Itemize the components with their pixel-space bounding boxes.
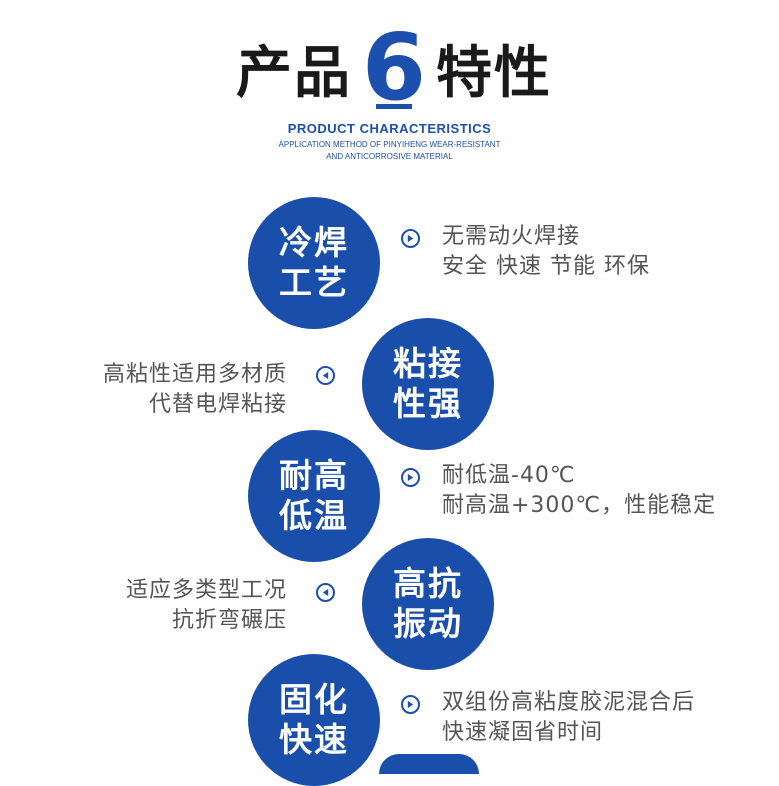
feature-circle-line2: 低温 xyxy=(279,496,349,535)
feature-circle-temperature: 耐高 低温 xyxy=(248,430,380,562)
title-underline xyxy=(376,104,412,109)
feature-circle-line2: 振动 xyxy=(393,604,463,643)
feature-circle-label: 冷焊 工艺 xyxy=(274,223,354,303)
chevron-right-circle-icon xyxy=(401,695,420,714)
title-left: 产品 xyxy=(236,41,352,106)
feature-desc-line2: 代替电焊粘接 xyxy=(148,392,287,417)
feature-description: 双组份高粘度胶泥混合后 快速凝固省时间 xyxy=(442,688,695,748)
feature-desc-line1: 耐低温-40℃ xyxy=(442,463,576,488)
feature-circle-line1: 冷焊 xyxy=(279,223,349,262)
feature-circle-label: 耐高 低温 xyxy=(274,456,354,536)
title-right: 特性 xyxy=(436,41,552,106)
subtitle-line-2: APPLICATION METHOD OF PINYIHENG WEAR-RES… xyxy=(278,140,501,149)
feature-desc-line2: 快速凝固省时间 xyxy=(442,720,604,745)
feature-circle-line2: 性强 xyxy=(393,384,463,423)
feature-circle-adhesion: 粘接 性强 xyxy=(362,318,494,450)
title-row: 产品 6 特性 xyxy=(0,14,779,121)
chevron-left-circle-icon xyxy=(316,366,335,385)
feature-circle-label: 固化 快速 xyxy=(274,680,354,760)
feature-desc-line2: 耐高温+300℃，性能稳定 xyxy=(442,493,717,518)
feature-circle-line2: 工艺 xyxy=(279,263,349,302)
subtitle-en: PRODUCT CHARACTERISTICS xyxy=(287,121,492,136)
chevron-left-circle-icon xyxy=(316,583,335,602)
subtitle-line-3: AND ANTICORROSIVE MATERIAL xyxy=(326,152,453,161)
feature-desc-line1: 无需动火焊接 xyxy=(442,224,581,249)
feature-desc-line2: 安全 快速 节能 环保 xyxy=(442,254,650,279)
feature-circle-line1: 固化 xyxy=(279,680,349,719)
feature-circle-line1: 高抗 xyxy=(393,564,463,603)
chevron-right-circle-icon xyxy=(401,229,420,248)
title-number: 6 xyxy=(362,14,427,121)
feature-circle-line2: 快速 xyxy=(279,720,349,759)
feature-description: 无需动火焊接 安全 快速 节能 环保 xyxy=(442,222,650,282)
feature-description: 适应多类型工况 抗折弯碾压 xyxy=(126,576,287,636)
feature-desc-line1: 高粘性适用多材质 xyxy=(102,362,287,387)
chevron-right-circle-icon xyxy=(401,468,420,487)
feature-desc-line1: 双组份高粘度胶泥混合后 xyxy=(442,690,696,715)
feature-desc-line1: 适应多类型工况 xyxy=(125,578,287,603)
feature-desc-line2: 抗折弯碾压 xyxy=(171,608,287,633)
feature-circle-label: 粘接 性强 xyxy=(388,344,468,424)
feature-circle-cold-welding: 冷焊 工艺 xyxy=(248,197,380,329)
feature-description: 高粘性适用多材质 代替电焊粘接 xyxy=(103,360,287,420)
feature-circle-label: 高抗 振动 xyxy=(388,564,468,644)
feature-description: 耐低温-40℃ 耐高温+300℃，性能稳定 xyxy=(442,461,716,521)
feature-circle-fast-curing: 固化 快速 xyxy=(248,654,380,786)
feature-circle-line1: 耐高 xyxy=(279,456,349,495)
feature-circle-line1: 粘接 xyxy=(393,344,463,383)
feature-circle-vibration: 高抗 振动 xyxy=(362,538,494,670)
next-feature-circle-partial xyxy=(379,754,479,774)
